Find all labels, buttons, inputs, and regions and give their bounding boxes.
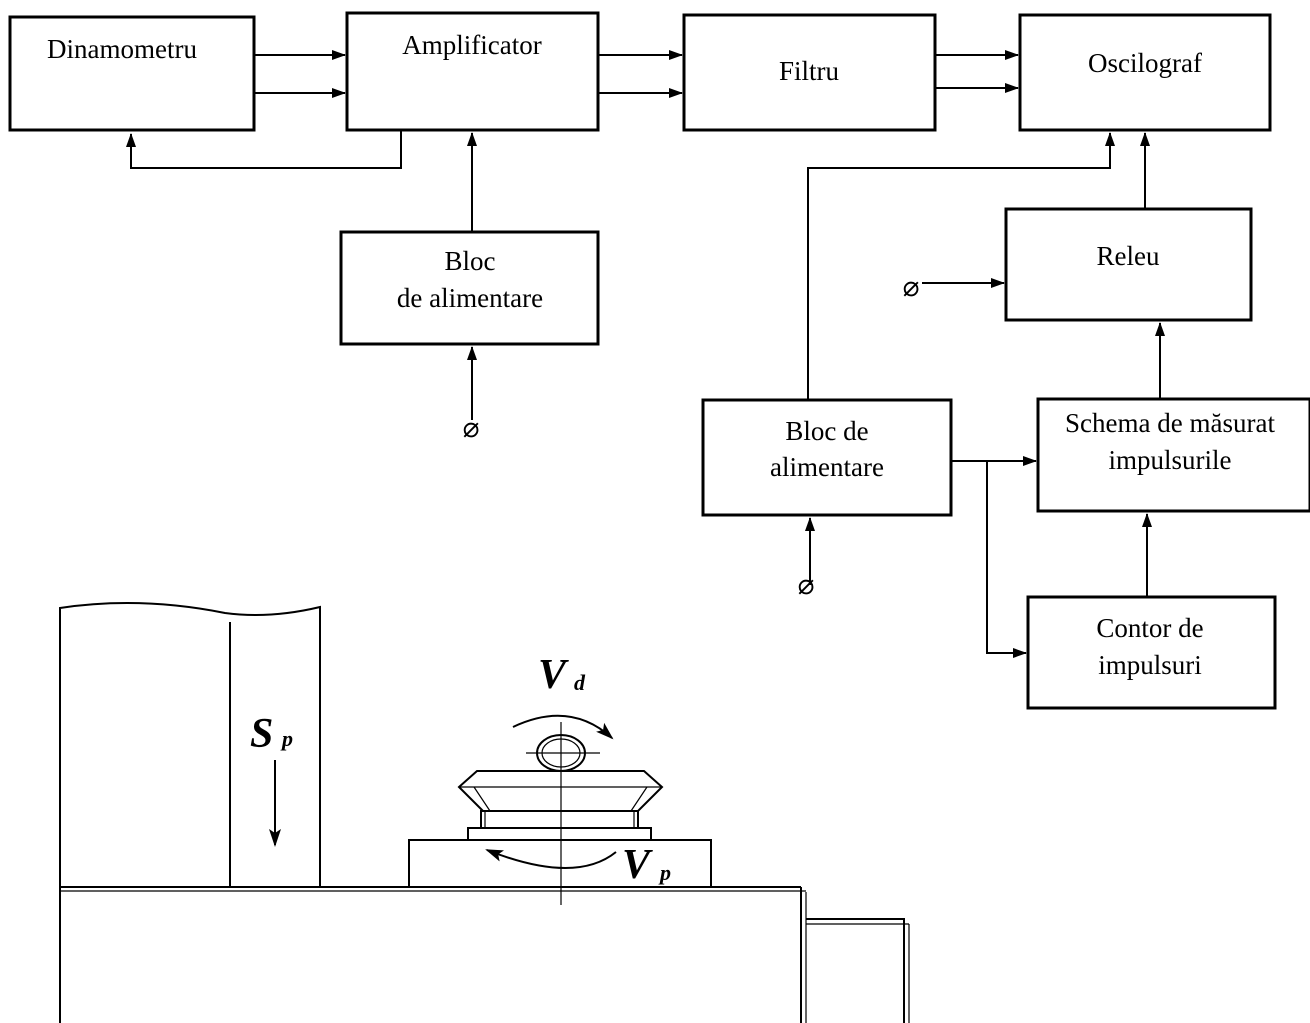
block-dinamometru: Dinamometru [8, 15, 256, 132]
block-schema-masurat: Schema de măsurat impulsurile [1036, 397, 1310, 513]
block-releu: Releu [1004, 207, 1253, 322]
block-oscilograf-label: Oscilograf [1088, 48, 1202, 78]
power-symbol-bloc2: ⌀ [798, 568, 815, 601]
motion-arrows [269, 714, 617, 869]
schema-label-line2: impulsurile [1109, 445, 1232, 475]
bloc-amp-label-line1: Bloc [445, 246, 496, 276]
bloc2-label-line1: Bloc de [785, 416, 868, 446]
block-dinamometru-label: Dinamometru [47, 34, 197, 64]
vp-symbol: V [622, 842, 653, 888]
block-bloc-alimentare-2: Bloc de alimentare [701, 398, 953, 517]
contor-label-line2: impulsuri [1098, 650, 1202, 680]
sp-symbol: S [250, 711, 273, 757]
block-amplificator-label: Amplificator [402, 30, 541, 60]
vd-symbol: V [538, 652, 569, 698]
vp-subscript: p [658, 860, 671, 885]
power-symbol-amplifier: ⌀ [463, 411, 480, 444]
block-filtru: Filtru [682, 13, 937, 132]
contor-label-line1: Contor de [1096, 613, 1203, 643]
block-filtru-label: Filtru [779, 56, 840, 86]
bloc2-label-line2: alimentare [770, 452, 884, 482]
power-symbol-releu: ⌀ [903, 270, 920, 303]
vd-subscript: d [574, 670, 586, 695]
sp-subscript: p [280, 726, 293, 751]
block-releu-label: Releu [1097, 241, 1160, 271]
machine-drawing [59, 602, 910, 1023]
schema-label-line1: Schema de măsurat [1065, 408, 1275, 438]
connection-lines [126, 50, 1165, 658]
block-bloc-alimentare-amplificator: Bloc de alimentare [339, 230, 600, 346]
bloc-amp-label-line2: de alimentare [397, 283, 543, 313]
block-oscilograf: Oscilograf [1018, 13, 1272, 132]
block-contor-impulsuri: Contor de impulsuri [1026, 595, 1277, 710]
block-amplificator: Amplificator [345, 11, 600, 132]
